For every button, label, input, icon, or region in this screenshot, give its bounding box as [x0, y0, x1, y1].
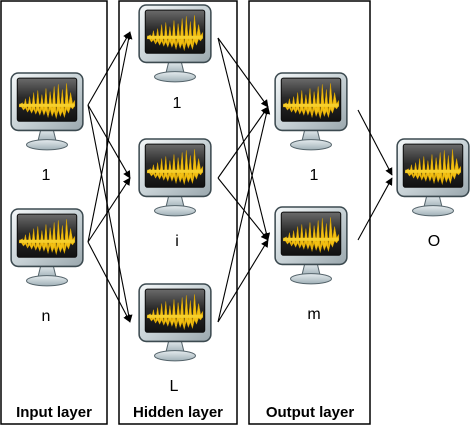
input-to-hidden-connections: [87, 31, 133, 323]
edge-om-final: [357, 177, 393, 241]
edge-inn-hi: [87, 177, 131, 243]
edge-h1-o1: [217, 37, 269, 108]
output-node-m-label: m: [307, 306, 320, 323]
edge-o1-final: [357, 109, 393, 176]
edge-in1-hL: [87, 104, 133, 323]
hidden-node-i-label: i: [175, 233, 179, 250]
hidden-node-L-label: L: [170, 378, 179, 395]
hidden-to-output-connections: [217, 37, 271, 323]
monitor-icon: [10, 72, 84, 151]
monitor-icon: [396, 138, 470, 217]
edge-hi-o1: [217, 106, 269, 179]
edge-hL-o1: [217, 106, 271, 323]
monitor-icon: [138, 138, 212, 217]
hidden-node-1-label: 1: [173, 95, 182, 112]
edge-in1-h1: [87, 31, 131, 106]
hidden-layer-title: Hidden layer: [133, 404, 223, 421]
output-node-1-label: 1: [310, 167, 319, 184]
monitor-icon: [274, 72, 348, 151]
edge-hL-om: [217, 239, 269, 323]
edge-in1-hi: [87, 104, 131, 179]
final-node-label: O: [428, 233, 440, 250]
edge-hi-om: [217, 177, 269, 241]
input-node-1-label: 1: [42, 167, 51, 184]
monitor-icon: [138, 283, 212, 362]
hidden-layer-box: [118, 0, 238, 425]
output-to-final-connections: [357, 109, 393, 241]
input-layer-title: Input layer: [16, 404, 92, 421]
edge-h1-om: [217, 37, 271, 241]
monitor-icon: [138, 4, 212, 83]
output-layer-title: Output layer: [266, 404, 355, 421]
input-node-n-label: n: [42, 308, 51, 325]
monitor-icon: [274, 206, 348, 285]
edge-inn-hL: [87, 241, 131, 323]
edge-inn-h1: [87, 31, 133, 243]
output-layer-box: [248, 0, 371, 425]
monitor-icon: [10, 208, 84, 287]
